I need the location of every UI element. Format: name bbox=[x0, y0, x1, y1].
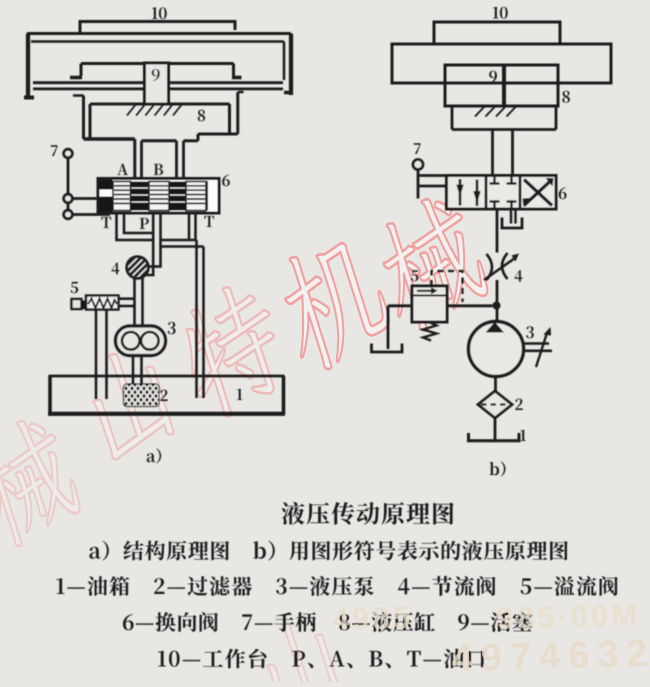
svg-text:4985: 4985 bbox=[331, 600, 413, 637]
svg-text:985·00M: 985·00M bbox=[496, 597, 640, 636]
svg-text:4974632O: 4974632O bbox=[451, 632, 650, 680]
